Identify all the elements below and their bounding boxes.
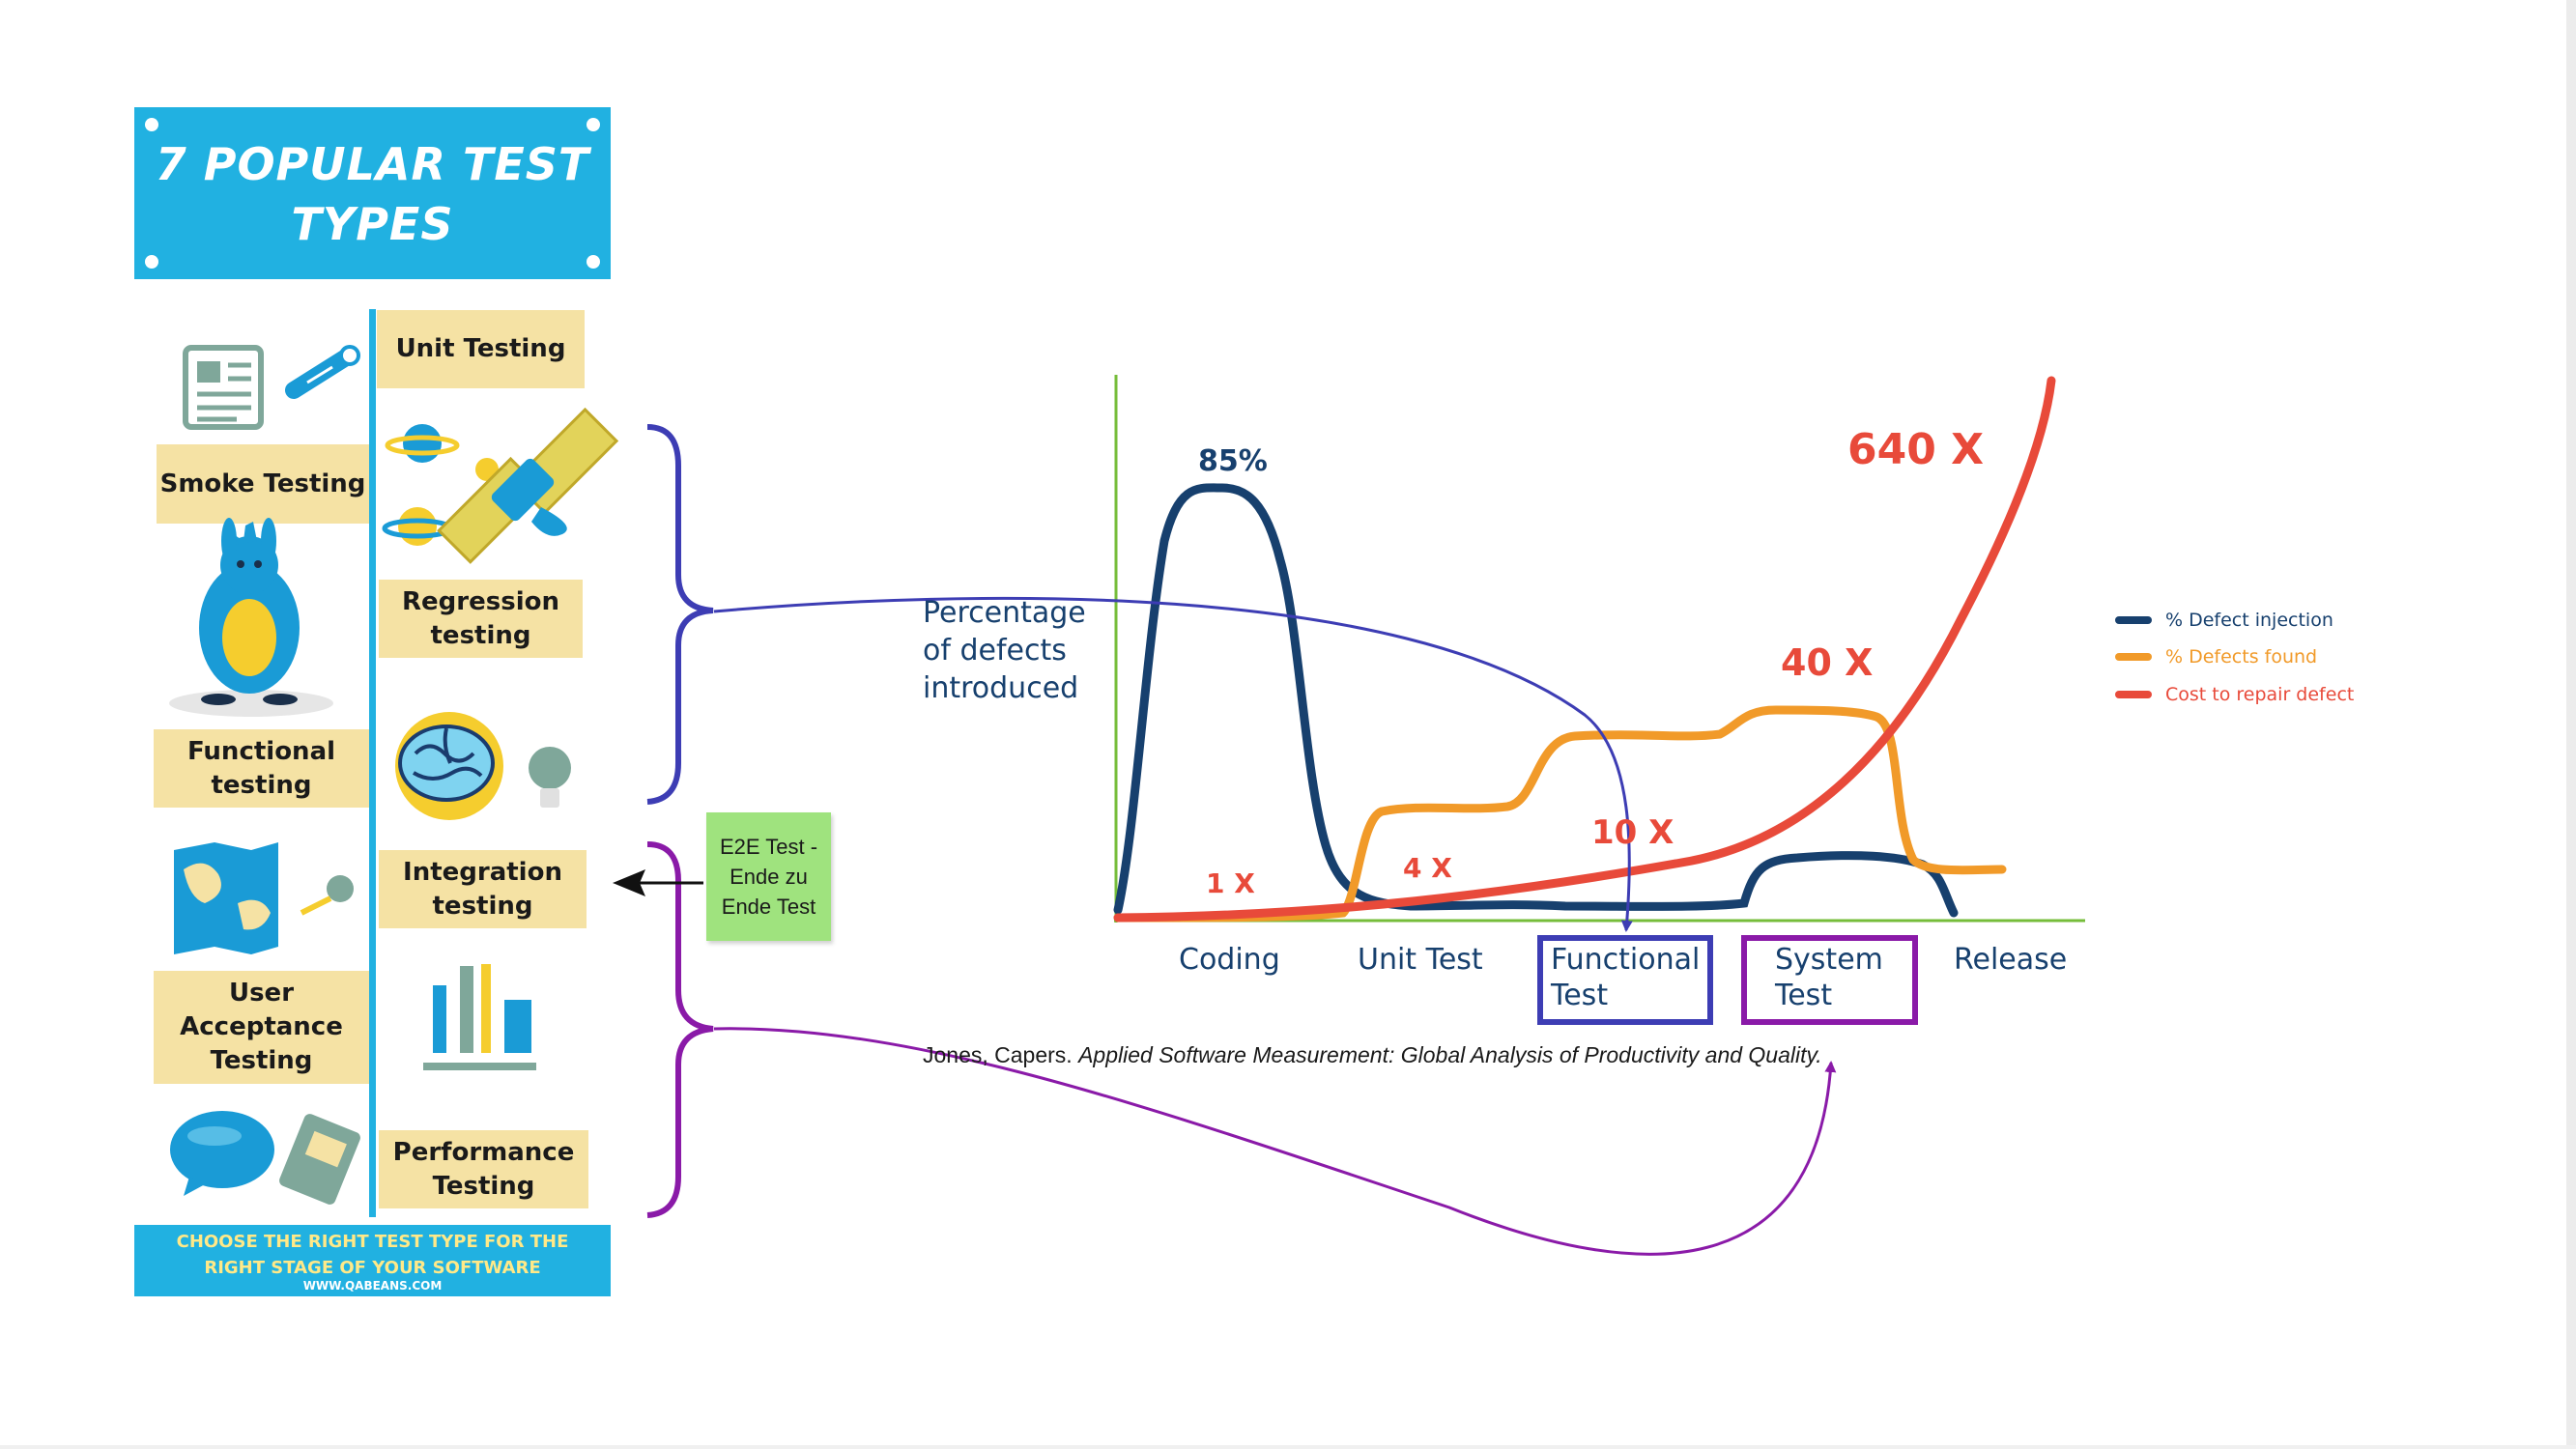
legend-swatch	[2115, 616, 2152, 624]
infographic-title-banner: 7 POPULAR TEST TYPES	[134, 107, 611, 279]
footer-url: WWW.QABEANS.COM	[302, 1279, 443, 1293]
satellite-icon	[437, 407, 619, 564]
brain-icon	[395, 712, 503, 820]
cost-label-40x: 40 X	[1781, 641, 1874, 684]
stage-label-coding: Coding	[1179, 943, 1280, 977]
canvas-scroll-edge	[2566, 0, 2576, 1449]
regression-to-functional-arrow	[713, 596, 1633, 932]
legend-label: % Defect injection	[2165, 610, 2333, 631]
label-integration-testing: Integration testing	[379, 850, 587, 928]
legend-swatch	[2115, 691, 2152, 698]
stage-label-system-test: System Test	[1775, 943, 1883, 1012]
pushpin-icon	[300, 875, 354, 916]
stage-label-functional-test: Functional Test	[1551, 943, 1701, 1012]
lightbulb-icon	[529, 747, 571, 808]
cost-label-10x: 10 X	[1591, 813, 1674, 852]
infographic-title: 7 POPULAR TEST TYPES	[155, 138, 590, 250]
kangaroo-icon	[169, 518, 333, 717]
peak-label: 85%	[1198, 444, 1268, 478]
purple-bracket	[646, 841, 714, 1218]
stage-label-unit-test: Unit Test	[1358, 943, 1483, 977]
banner-dot	[145, 255, 158, 269]
bar-chart-icon	[423, 964, 536, 1070]
label-user-acceptance-testing: User Acceptance Testing	[154, 971, 369, 1084]
book-icon	[279, 1114, 360, 1205]
planet-icon	[382, 424, 460, 546]
blue-bracket	[646, 424, 714, 805]
stage-label-release: Release	[1954, 943, 2068, 977]
legend-item-defect-injection: % Defect injection	[2115, 609, 2333, 632]
infographic-divider	[369, 309, 376, 1217]
chart-citation: Jones, Capers. Applied Software Measurem…	[923, 1042, 1822, 1068]
legend-label: % Defects found	[2165, 646, 2318, 668]
map-icon	[174, 842, 278, 954]
citation-author: Jones, Capers.	[923, 1042, 1073, 1067]
speech-bubble-icon	[170, 1111, 274, 1196]
cost-label-1x: 1 X	[1206, 867, 1255, 899]
label-functional-testing: Functional testing	[154, 729, 369, 808]
banner-dot	[145, 118, 158, 131]
banner-dot	[587, 255, 600, 269]
legend-item-defects-found: % Defects found	[2115, 645, 2317, 668]
pencil-icon	[285, 345, 360, 399]
e2e-sticky-note[interactable]: E2E Test - Ende zu Ende Test	[706, 812, 831, 941]
integration-to-system-arrow	[713, 1027, 1837, 1256]
legend-label: Cost to repair defect	[2165, 684, 2355, 705]
label-unit-testing: Unit Testing	[377, 310, 585, 388]
functional-test-highlight[interactable]	[1537, 935, 1713, 1025]
legend-swatch	[2115, 653, 2152, 661]
defect-chart	[1113, 375, 2085, 1025]
footer-text: CHOOSE THE RIGHT TEST TYPE FOR THE RIGHT…	[176, 1232, 569, 1278]
citation-title: Applied Software Measurement: Global Ana…	[1078, 1042, 1822, 1067]
newspaper-icon	[183, 345, 264, 430]
canvas-bottom-edge	[0, 1445, 2576, 1449]
cost-label-4x: 4 X	[1403, 852, 1452, 884]
note-arrowhead	[613, 869, 645, 896]
defect-injection-curve	[1113, 483, 1959, 918]
label-smoke-testing: Smoke Testing	[157, 444, 369, 524]
chart-y-label: Percentage of defects introduced	[923, 596, 1086, 705]
system-test-highlight[interactable]	[1741, 935, 1918, 1025]
label-performance-testing: Performance Testing	[379, 1130, 588, 1208]
banner-dot	[587, 118, 600, 131]
defects-found-curve	[1113, 705, 2007, 923]
cost-to-repair-curve	[1113, 376, 2056, 923]
legend-item-cost-to-repair: Cost to repair defect	[2115, 683, 2354, 706]
cost-label-640x: 640 X	[1847, 425, 1985, 474]
label-regression-testing: Regression testing	[379, 580, 583, 658]
infographic-footer: CHOOSE THE RIGHT TEST TYPE FOR THE RIGHT…	[134, 1225, 611, 1296]
